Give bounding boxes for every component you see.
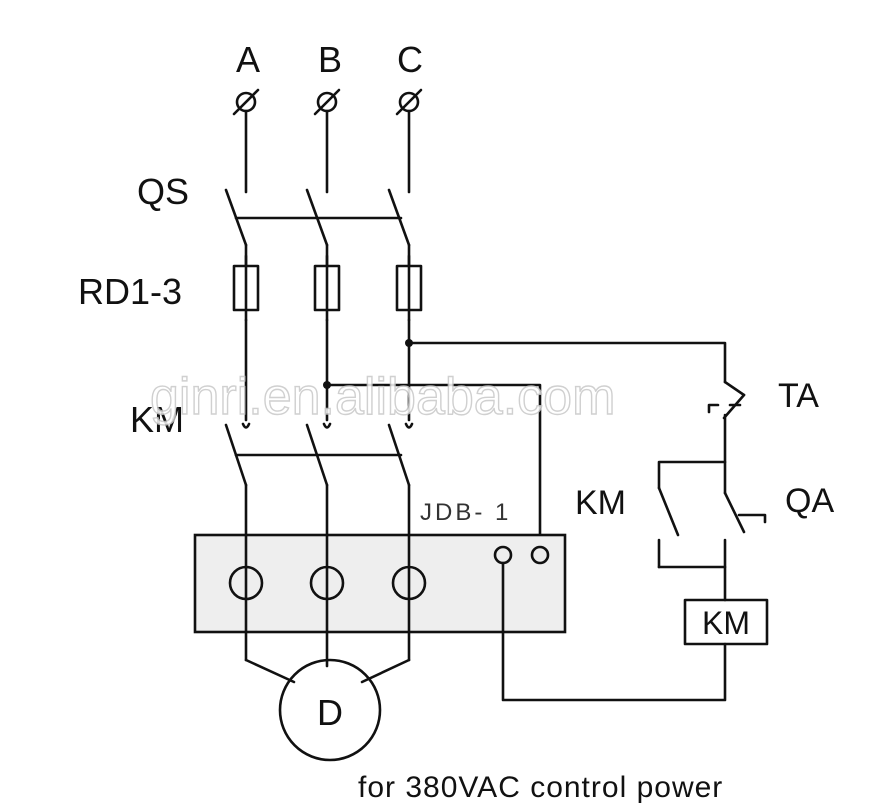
phase-b-label: B (318, 39, 342, 80)
fuse-label: RD1-3 (78, 271, 182, 312)
phase-a-label: A (236, 39, 260, 80)
km-holding-contact (657, 486, 680, 569)
fuse-a-icon (232, 254, 260, 322)
motor-icon (278, 658, 382, 762)
fuse-c-icon (395, 254, 423, 322)
coil-label: KM (702, 605, 750, 641)
wire-coil-return (501, 561, 727, 702)
km-main-label: KM (130, 399, 184, 440)
motor-label: D (317, 692, 343, 733)
qs-label: QS (137, 171, 189, 212)
fuses-rd1-3 (232, 254, 423, 322)
wire-a-motor (244, 658, 296, 684)
qa-start-button (723, 491, 767, 602)
caption: for 380VAC control power (358, 771, 723, 804)
wire-b-to-relay (325, 383, 542, 548)
km-main-contacts (224, 422, 414, 487)
phase-c-label: C (397, 39, 423, 80)
qs-isolator-switch (224, 188, 411, 247)
ta-stop-button (707, 380, 746, 464)
qa-label: QA (785, 482, 834, 520)
watermark: ginri.en.alibaba.com (150, 368, 615, 426)
relay-label: JDB- 1 (420, 499, 511, 526)
fuse-b-icon (313, 254, 341, 322)
wire-control-supply (407, 341, 727, 384)
ta-label: TA (778, 377, 819, 415)
wire-ta-branch (657, 460, 727, 495)
km-aux-label: KM (575, 484, 626, 522)
